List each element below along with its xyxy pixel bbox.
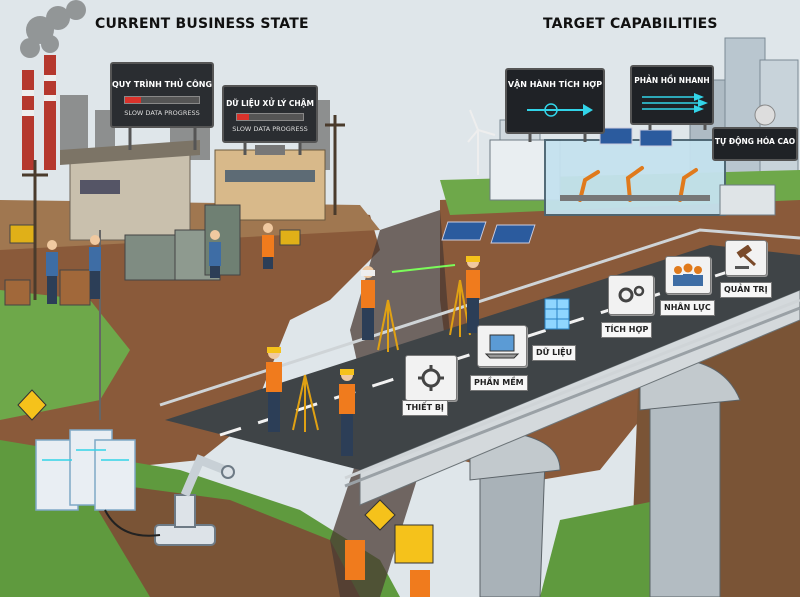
people-icon <box>673 263 703 286</box>
gavel-icon <box>735 244 757 269</box>
smart-factory <box>489 139 776 216</box>
billboard-fast-response: PHẢN HỒI NHANH <box>630 65 714 125</box>
billboard-manual-title: QUY TRÌNH THỦ CÔNG <box>112 80 213 89</box>
cable <box>104 509 161 537</box>
billboard-slow-data: DỮ LIỆU XỬ LÝ CHẬM SLOW DATA PROGRESS <box>222 85 318 143</box>
workforce-label: NHÂN LỰC <box>660 300 715 316</box>
old-factory-buildings <box>60 140 326 241</box>
laptop-icon <box>484 334 520 359</box>
equipment-block <box>405 355 457 401</box>
factory-chimneys <box>22 55 56 170</box>
data-label: DỮ LIỆU <box>532 345 577 361</box>
gear-icon <box>418 365 444 391</box>
target-capabilities-heading: TARGET CAPABILITIES <box>543 16 718 32</box>
data-cubes-icon <box>544 298 570 330</box>
slow-data-progress-bar <box>236 113 304 121</box>
data-block <box>535 295 581 335</box>
software-block <box>477 325 527 367</box>
governance-block <box>725 240 767 276</box>
billboard-integrated-operations: VẬN HÀNH TÍCH HỢP <box>505 68 605 134</box>
integration-block <box>608 275 654 315</box>
billboard-manual-process: QUY TRÌNH THỦ CÔNG SLOW DATA PROGRESS <box>110 62 214 128</box>
gears-icon <box>618 285 645 303</box>
survey-tripods <box>292 279 471 432</box>
integrated-arrow-icon <box>527 103 593 117</box>
wind-turbine <box>467 109 496 175</box>
old-machinery <box>4 204 301 306</box>
workers <box>46 223 480 456</box>
equipment-label: THIẾT BỊ <box>402 400 448 416</box>
current-state-heading: CURRENT BUSINESS STATE <box>95 16 309 32</box>
workforce-block <box>665 256 711 294</box>
warning-signs <box>17 389 434 597</box>
laser-beam <box>391 264 456 273</box>
billboard-manual-caption: SLOW DATA PROGRESS <box>124 109 200 117</box>
software-label: PHẦN MỀM <box>470 375 528 391</box>
guard-rails <box>159 228 800 488</box>
integration-label: TÍCH HỢP <box>601 322 653 338</box>
manual-progress-bar <box>124 96 200 104</box>
billboard-slow-data-caption: SLOW DATA PROGRESS <box>232 125 308 133</box>
smoke-cloud <box>20 0 86 58</box>
fast-arrows-icon <box>642 93 708 113</box>
billboard-fast-title: PHẢN HỒI NHANH <box>634 76 710 85</box>
billboard-automation-title: TỰ ĐỘNG HÓA CAO <box>714 137 796 146</box>
governance-label: QUẢN TRỊ <box>720 282 772 298</box>
solar-panels <box>441 127 673 244</box>
billboard-integrated-title: VẬN HÀNH TÍCH HỢP <box>507 80 603 89</box>
billboard-high-automation: TỰ ĐỘNG HÓA CAO <box>712 127 798 161</box>
server-racks <box>35 429 136 511</box>
billboard-slow-data-title: DỮ LIỆU XỬ LÝ CHẬM <box>226 99 314 108</box>
